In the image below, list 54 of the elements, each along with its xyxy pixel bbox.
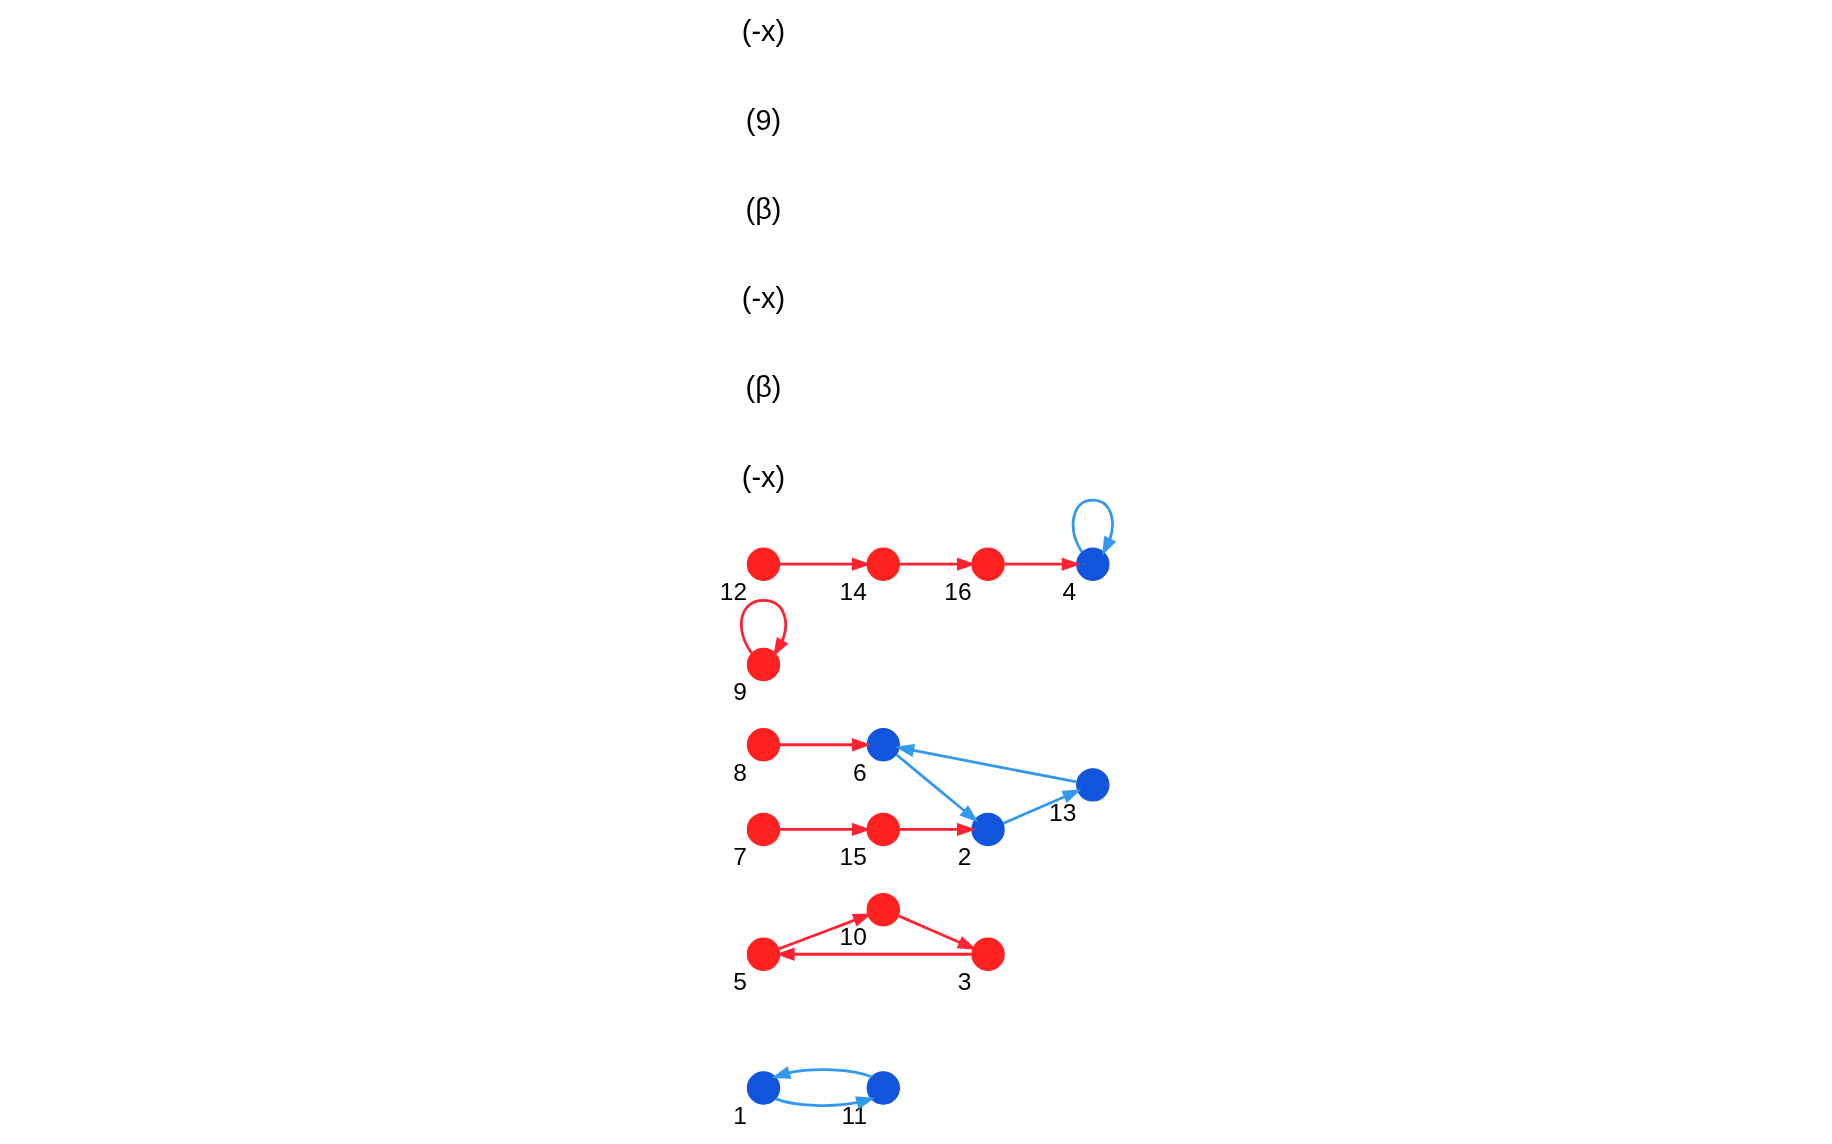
node-label: 14 — [839, 577, 867, 605]
arrow — [898, 914, 977, 950]
node-circle — [1076, 547, 1110, 581]
node-label: 16 — [944, 577, 972, 605]
label: (-x) — [741, 460, 786, 493]
label: (9) — [745, 103, 782, 136]
node-circle — [971, 812, 1005, 847]
label: (-x) — [741, 282, 786, 315]
node-label: 3 — [957, 968, 972, 996]
node-circle — [971, 547, 1005, 581]
node-label: 8 — [733, 758, 747, 786]
node-circle — [746, 647, 781, 682]
arrow — [775, 947, 972, 961]
arrow — [895, 753, 979, 823]
arrow — [779, 822, 871, 837]
node-label: 13 — [1049, 798, 1077, 826]
arrow — [775, 1096, 876, 1110]
arrow — [740, 599, 789, 657]
node-label: 4 — [1062, 577, 1077, 605]
arrow — [899, 822, 976, 837]
node-circle — [866, 892, 900, 927]
node-circle — [746, 728, 781, 762]
arrow — [899, 557, 976, 571]
node-label: 12 — [719, 577, 748, 605]
arrow — [779, 738, 871, 752]
node-label: 11 — [841, 1101, 868, 1129]
node-label: 2 — [957, 843, 972, 871]
label: (-x) — [741, 14, 786, 47]
node-circle — [746, 547, 781, 581]
arrow — [778, 913, 872, 951]
node-circle — [971, 937, 1005, 971]
node-label: 9 — [733, 678, 747, 706]
node-label: 10 — [839, 923, 867, 951]
label: (β) — [745, 193, 782, 226]
node-circle — [746, 812, 781, 847]
node-circle — [866, 547, 900, 581]
node-label: 6 — [853, 758, 867, 786]
arrow — [1002, 789, 1082, 825]
arrow — [779, 557, 871, 571]
node-circle — [746, 937, 781, 971]
node-circle — [746, 1071, 781, 1105]
arrow — [1004, 557, 1081, 571]
node-label: 7 — [733, 843, 747, 871]
arrow — [895, 743, 1077, 784]
arrow — [771, 1066, 872, 1079]
node-circle — [866, 1071, 900, 1105]
node-label: 15 — [839, 843, 867, 871]
arrow — [1071, 498, 1117, 556]
node-label: 1 — [733, 1101, 747, 1129]
node-circle — [866, 812, 900, 847]
node-circle — [866, 728, 900, 762]
node-circle — [1076, 768, 1110, 802]
node-label: 5 — [733, 968, 747, 996]
label: (β) — [745, 371, 782, 404]
